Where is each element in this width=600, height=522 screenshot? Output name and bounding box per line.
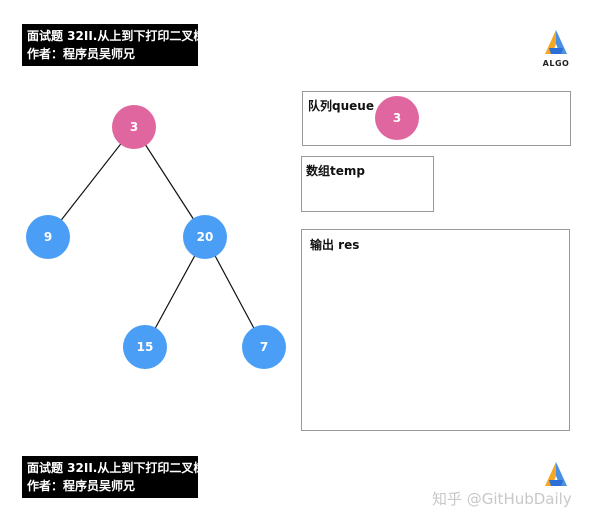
temp-label: 数组temp — [306, 164, 365, 178]
algo-logo: ALGO — [536, 28, 576, 68]
title-text: 面试题 32II.从上到下打印二叉树 — [27, 29, 206, 43]
binary-tree: 3 9 20 15 7 — [26, 105, 286, 369]
logo-label: ALGO — [542, 59, 570, 68]
title-block-bottom: 面试题 32II.从上到下打印二叉树 作者：程序员吴师兄 — [22, 456, 206, 498]
result-panel: 输出 res — [301, 229, 570, 431]
tree-node: 7 — [242, 325, 286, 369]
tree-node-value: 20 — [197, 230, 214, 244]
tree-node: 3 — [112, 105, 156, 149]
tree-node: 15 — [123, 325, 167, 369]
result-label: 输出 res — [310, 238, 360, 252]
author-text-bottom: 作者：程序员吴师兄 — [27, 479, 136, 493]
tree-node-circle — [26, 215, 70, 259]
title-block-top: 面试题 32II.从上到下打印二叉树 作者：程序员吴师兄 — [22, 24, 206, 66]
tree-node-value: 9 — [44, 230, 52, 244]
tree-node-circle — [112, 105, 156, 149]
algo-logo-bottom — [536, 460, 576, 490]
algo-logo-icon — [545, 462, 567, 486]
title-text-bottom: 面试题 32II.从上到下打印二叉树 — [27, 461, 206, 475]
author-text: 作者：程序员吴师兄 — [27, 47, 136, 61]
tree-node: 20 — [183, 215, 227, 259]
tree-node-circle — [123, 325, 167, 369]
tree-edge — [47, 126, 135, 238]
tree-node: 9 — [26, 215, 70, 259]
queue-label: 队列queue — [308, 99, 374, 113]
watermark-text: 知乎 @GitHubDaily — [432, 490, 572, 508]
tree-node-circle — [183, 215, 227, 259]
tree-node-circle — [242, 325, 286, 369]
queue-item: 3 — [375, 96, 419, 140]
tree-node-value: 7 — [260, 340, 268, 354]
tree-node-value: 3 — [130, 120, 138, 134]
tree-node-value: 15 — [137, 340, 154, 354]
algo-logo-icon — [545, 30, 567, 54]
queue-panel: 队列queue — [302, 91, 571, 146]
temp-panel: 数组temp — [301, 156, 434, 212]
